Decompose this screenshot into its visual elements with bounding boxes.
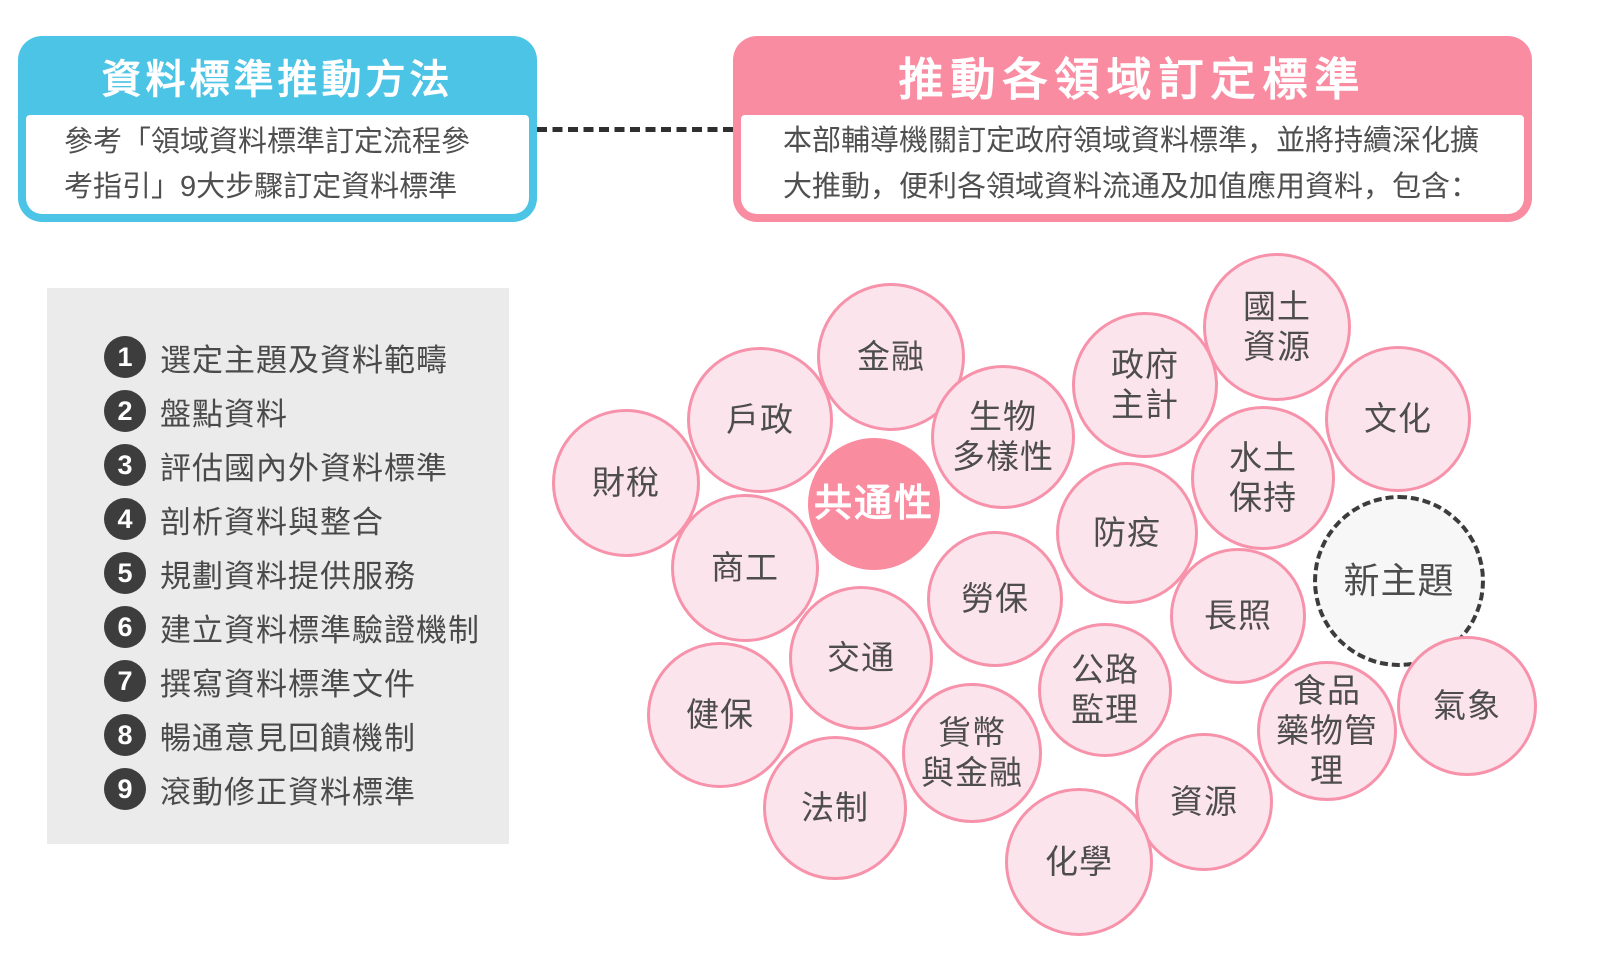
domain-bubble: 戶政: [687, 347, 833, 493]
step-number-badge: 6: [104, 606, 146, 648]
domain-bubble: 氣象: [1397, 636, 1537, 776]
step-label: 建立資料標準驗證機制: [160, 612, 480, 648]
step-row: 3 評估國內外資料標準: [104, 438, 509, 492]
domain-bubble: 資源: [1135, 733, 1273, 871]
method-box: 資料標準推動方法 參考「領域資料標準訂定流程參考指引」9大步驟訂定資料標準: [18, 36, 537, 222]
step-label: 規劃資料提供服務: [160, 558, 416, 594]
domain-bubble: 健保: [647, 642, 793, 788]
domain-bubble: 公路 監理: [1038, 623, 1172, 757]
method-box-body: 參考「領域資料標準訂定流程參考指引」9大步驟訂定資料標準: [26, 115, 529, 214]
step-number-badge: 2: [104, 390, 146, 432]
promotion-box: 推動各領域訂定標準 本部輔導機關訂定政府領域資料標準，並將持續深化擴大推動，便利…: [733, 36, 1532, 222]
domain-bubble: 交通: [789, 586, 933, 730]
step-number-badge: 1: [104, 336, 146, 378]
domain-bubble: 貨幣 與金融: [902, 683, 1042, 823]
step-row: 4 剖析資料與整合: [104, 492, 509, 546]
domain-bubble: 文化: [1325, 346, 1471, 492]
step-number-badge: 4: [104, 498, 146, 540]
step-number-badge: 8: [104, 714, 146, 756]
step-label: 剖析資料與整合: [160, 504, 384, 540]
step-row: 9 滾動修正資料標準: [104, 762, 509, 816]
domain-bubble: 新主題: [1313, 495, 1485, 667]
step-row: 2 盤點資料: [104, 384, 509, 438]
domain-bubble: 生物 多樣性: [931, 365, 1075, 509]
step-number-badge: 3: [104, 444, 146, 486]
promotion-box-body: 本部輔導機關訂定政府領域資料標準，並將持續深化擴大推動，便利各領域資料流通及加值…: [741, 115, 1524, 214]
step-label: 暢通意見回饋機制: [160, 720, 416, 756]
domain-bubble: 勞保: [927, 531, 1063, 667]
step-row: 1 選定主題及資料範疇: [104, 330, 509, 384]
promotion-box-body-text: 本部輔導機關訂定政府領域資料標準，並將持續深化擴大推動，便利各領域資料流通及加值…: [783, 124, 1480, 203]
step-row: 7 撰寫資料標準文件: [104, 654, 509, 708]
domain-bubble: 共通性: [808, 438, 940, 570]
step-label: 撰寫資料標準文件: [160, 666, 416, 702]
domain-bubble: 長照: [1170, 548, 1306, 684]
method-box-body-text: 參考「領域資料標準訂定流程參考指引」9大步驟訂定資料標準: [64, 125, 471, 203]
step-label: 評估國內外資料標準: [160, 450, 448, 486]
step-label: 滾動修正資料標準: [160, 774, 416, 810]
step-number-badge: 9: [104, 768, 146, 810]
method-box-title: 資料標準推動方法: [101, 57, 454, 102]
domain-bubble: 防疫: [1056, 462, 1198, 604]
domain-bubble: 政府 主計: [1072, 312, 1218, 458]
domain-bubble: 水土 保持: [1191, 406, 1335, 550]
step-row: 6 建立資料標準驗證機制: [104, 600, 509, 654]
step-row: 5 規劃資料提供服務: [104, 546, 509, 600]
step-row: 8 暢通意見回饋機制: [104, 708, 509, 762]
domain-bubble: 財稅: [552, 409, 700, 557]
domain-bubble: 食品 藥物管理: [1257, 661, 1397, 801]
step-number-badge: 7: [104, 660, 146, 702]
domain-bubble: 法制: [763, 736, 907, 880]
steps-panel: 1 選定主題及資料範疇 2 盤點資料 3 評估國內外資料標準 4 剖析資料與整合…: [47, 288, 509, 844]
step-label: 盤點資料: [160, 396, 288, 432]
step-label: 選定主題及資料範疇: [160, 342, 448, 378]
step-number-badge: 5: [104, 552, 146, 594]
domain-bubble: 化學: [1005, 788, 1153, 936]
connector-dashed-line: [537, 127, 733, 132]
domain-bubble: 商工: [671, 494, 819, 642]
promotion-box-title: 推動各領域訂定標準: [898, 54, 1367, 105]
domain-bubble: 國土 資源: [1203, 253, 1351, 401]
